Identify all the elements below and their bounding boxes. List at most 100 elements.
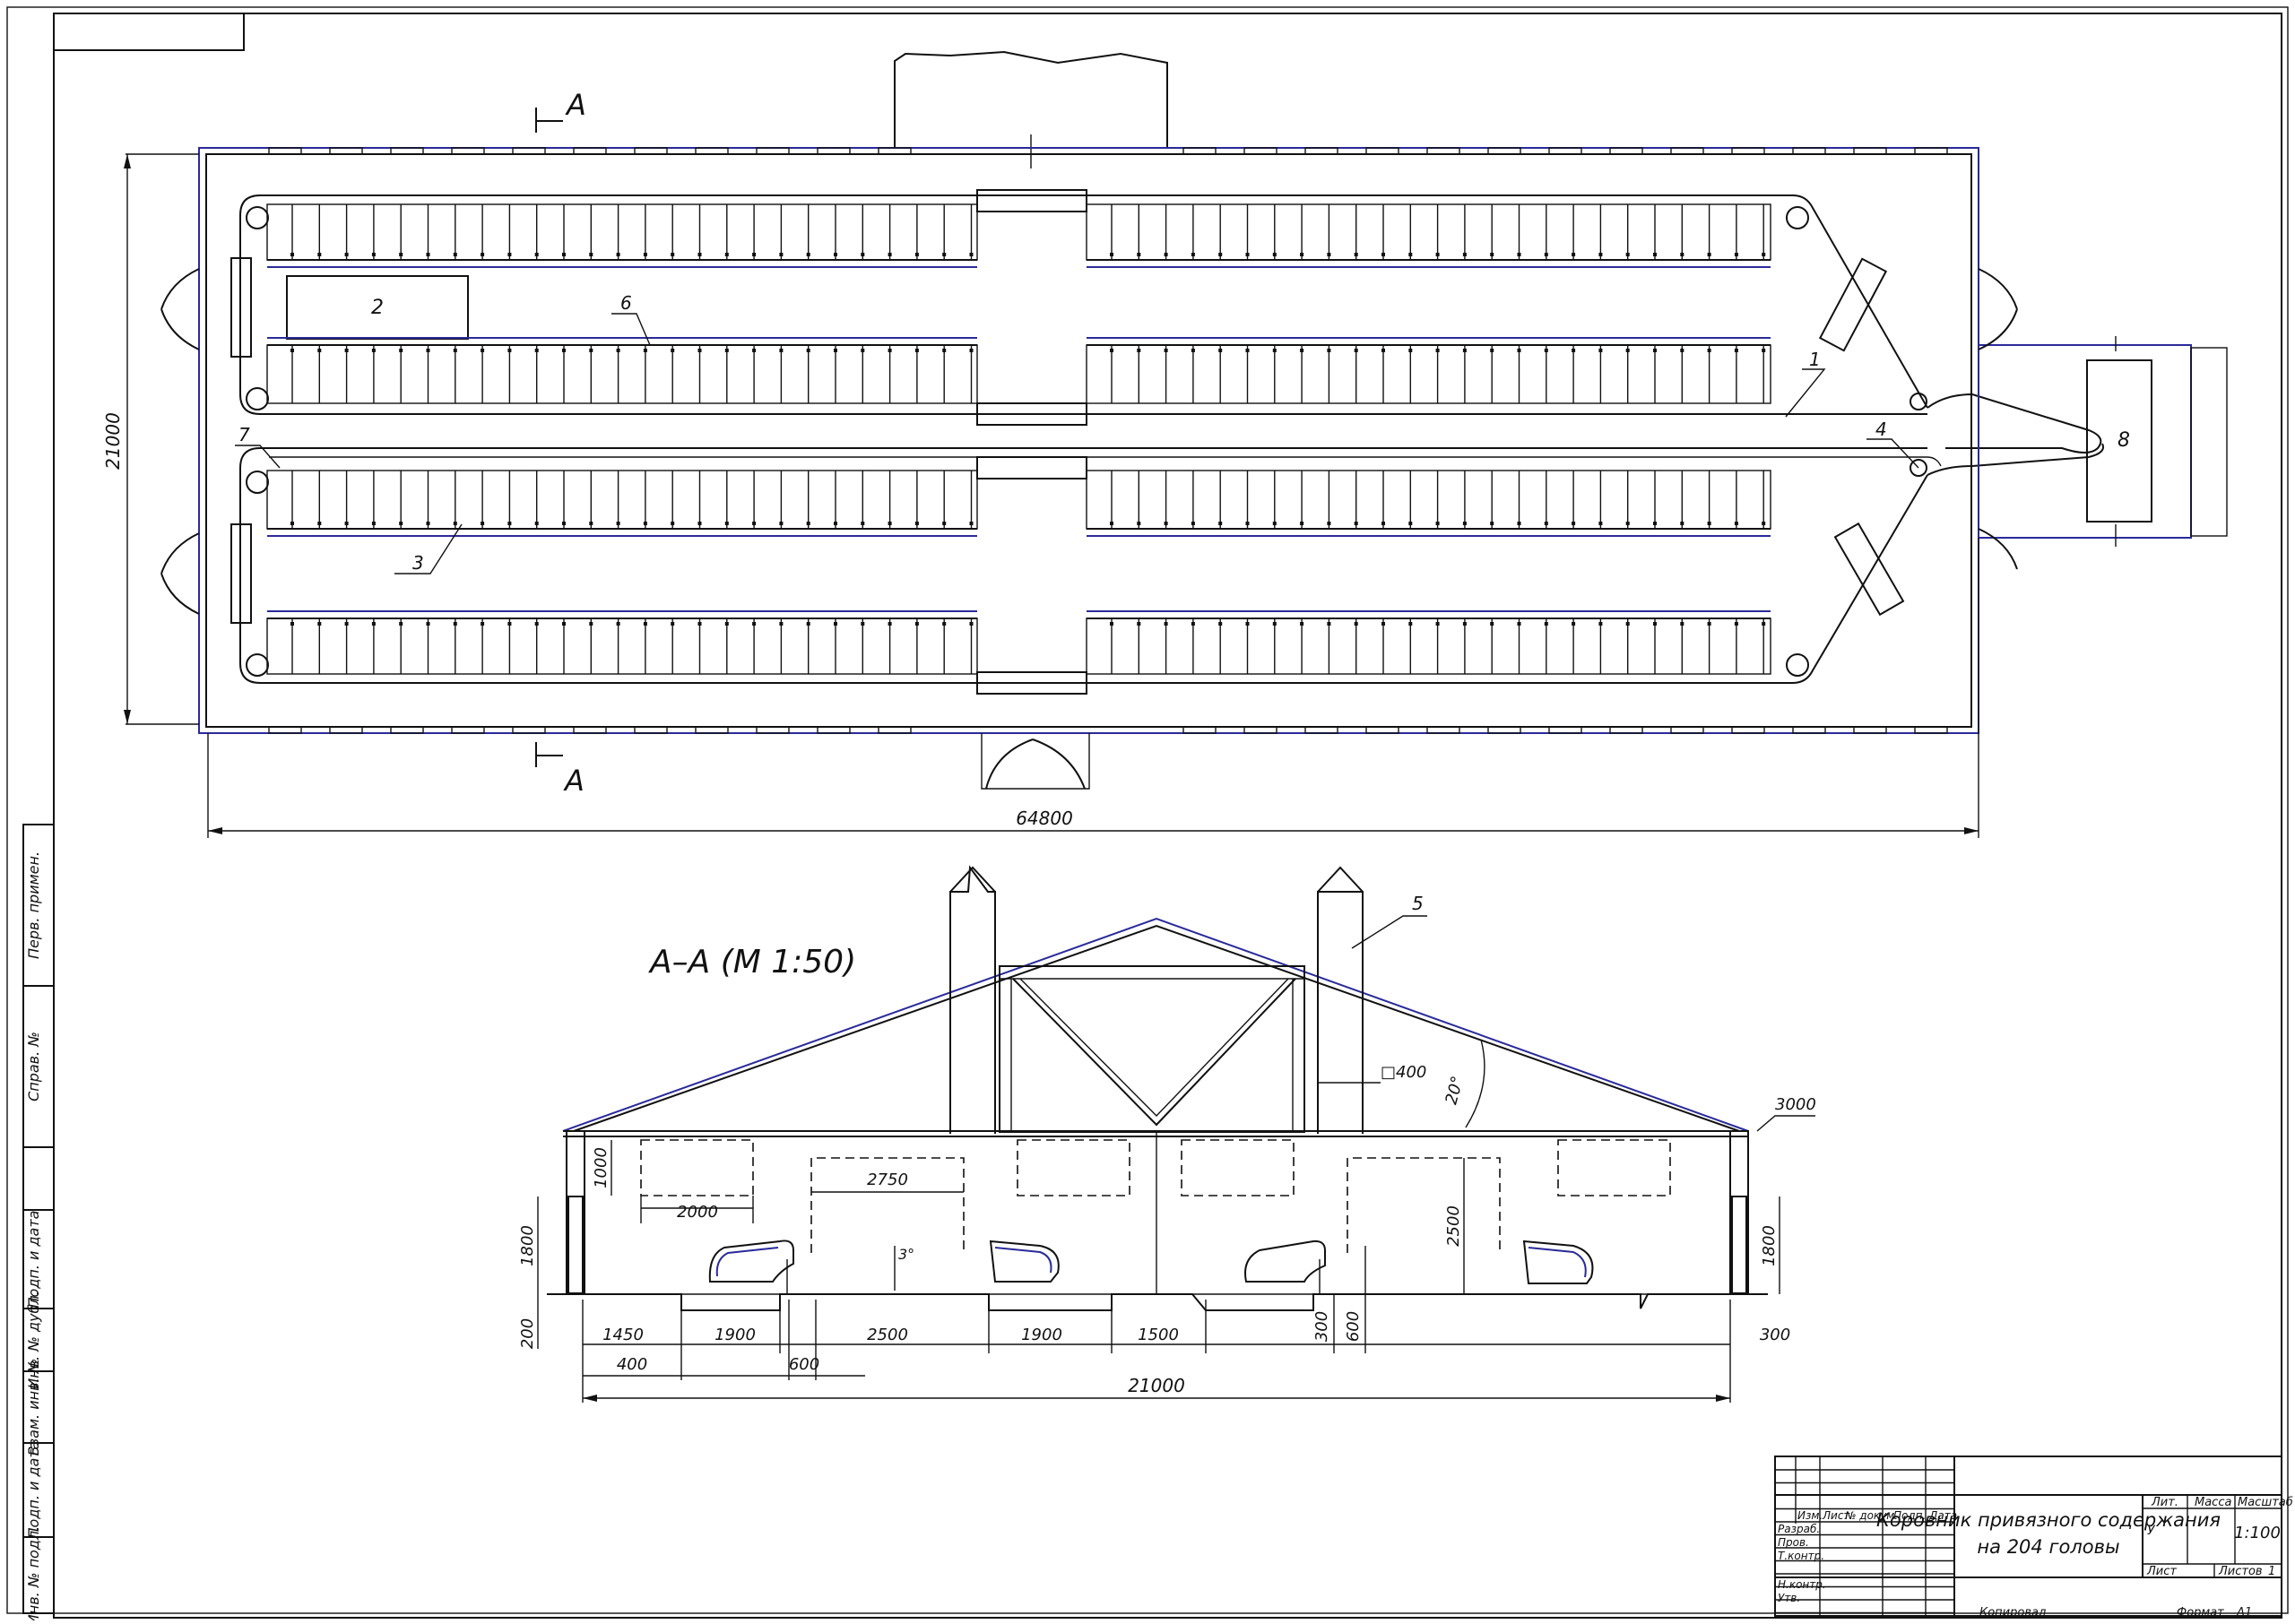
window — [1487, 147, 1521, 155]
window — [1365, 147, 1399, 155]
dim-400: 400 — [617, 1355, 647, 1374]
window — [1853, 726, 1887, 734]
format-value: А1 — [2236, 1606, 2252, 1620]
scale-label: Масштаб — [2238, 1496, 2293, 1509]
roof-angle: 20° — [1442, 1074, 1468, 1106]
col-sign: Подп. — [1893, 1509, 1926, 1522]
margin-label: Подп. и дата — [25, 1441, 42, 1539]
window — [1487, 726, 1521, 734]
dim-slope: 3° — [898, 1246, 914, 1263]
callout-4: 4 — [1875, 419, 1887, 440]
window — [634, 726, 668, 734]
window — [1304, 726, 1338, 734]
margin-label: Взам. инв. № — [25, 1359, 42, 1456]
sheets-label: Листов — [2218, 1565, 2263, 1578]
callout-5: 5 — [1412, 893, 1424, 914]
window — [329, 726, 363, 734]
side-doors — [160, 268, 2018, 615]
section-mark-top: A — [535, 88, 586, 133]
dim-window-h: 1000 — [592, 1147, 611, 1188]
margin-label: Инв. № подл. — [25, 1526, 42, 1620]
window — [451, 147, 485, 155]
col-izm: Изм. — [1797, 1509, 1823, 1522]
window — [1853, 147, 1887, 155]
loading-unit — [1978, 336, 2228, 547]
row-prov: Пров. — [1778, 1536, 1809, 1549]
svg-text:A: A — [563, 764, 585, 798]
margin-stamp: Перв. примен. Справ. № Подп. и дата Инв.… — [22, 824, 55, 1624]
callout-6: 6 — [620, 292, 632, 314]
dim-length-label: 64800 — [1016, 808, 1073, 829]
mass-label: Масса — [2195, 1496, 2231, 1509]
stall-section — [266, 203, 978, 268]
margin-label: Подп. и дата — [25, 1211, 42, 1309]
dim-300b: 300 — [1760, 1326, 1790, 1344]
section-view: А–А (М 1:50) — [518, 865, 1816, 1403]
dim-wall-h-left: 1800 — [518, 1225, 537, 1266]
window — [573, 147, 607, 155]
section-dimensions: 1000 2000 2750 2500 1800 1800 200 3° — [518, 893, 1816, 1403]
dashed-openings — [640, 1139, 1671, 1253]
row-nkontr: Н.контр. — [1778, 1578, 1826, 1591]
window — [390, 147, 424, 155]
window — [451, 726, 485, 734]
window — [329, 147, 363, 155]
dim-1450: 1450 — [602, 1326, 644, 1344]
window — [756, 147, 790, 155]
window — [1365, 726, 1399, 734]
dim-300a: 300 — [1312, 1311, 1331, 1342]
window — [1304, 147, 1338, 155]
dim-total: 21000 — [1128, 1375, 1185, 1396]
format-label: Формат — [2177, 1606, 2224, 1620]
stall-rows — [266, 203, 1771, 675]
dim-1900b: 1900 — [1021, 1326, 1062, 1344]
vent-size: □400 — [1381, 1063, 1426, 1082]
window — [634, 147, 668, 155]
drawing-title-line2: на 204 головы — [1977, 1536, 2119, 1558]
window — [817, 147, 851, 155]
window — [1182, 726, 1217, 734]
windows — [268, 147, 1948, 734]
callout-3: 3 — [412, 552, 424, 574]
manure-conveyor — [239, 194, 2104, 684]
section-mark-bottom: A — [535, 742, 585, 798]
window — [573, 726, 607, 734]
stall-section — [1086, 203, 1771, 268]
feeders — [708, 1131, 1594, 1295]
dim-door-w: 2750 — [867, 1170, 908, 1189]
window — [1792, 726, 1826, 734]
sheet-frame — [6, 6, 2289, 1619]
window — [390, 726, 424, 734]
window — [878, 726, 912, 734]
lit-value: У — [2147, 1524, 2156, 1538]
window — [695, 147, 729, 155]
dim-600a: 600 — [789, 1355, 819, 1374]
window — [1670, 726, 1704, 734]
window — [1731, 147, 1765, 155]
col-date: Дата — [1928, 1509, 1957, 1522]
window — [1182, 147, 1217, 155]
stall-section — [266, 610, 978, 675]
plan-callouts: 1 2 3 4 6 7 8 — [235, 292, 2130, 574]
dimension-length: 64800 — [207, 538, 1979, 838]
row-tkontr: Т.контр. — [1778, 1550, 1824, 1562]
main-door — [981, 733, 1090, 790]
window — [1731, 726, 1765, 734]
callout-1: 1 — [1809, 349, 1821, 370]
window — [1914, 726, 1948, 734]
window — [1609, 147, 1643, 155]
dim-width-label: 21000 — [102, 412, 124, 470]
lit-label: Лит. — [2151, 1496, 2178, 1509]
col-list: Лист — [1822, 1509, 1850, 1522]
dim-wall-h-right: 1800 — [1760, 1225, 1779, 1266]
stall-section — [266, 337, 978, 404]
dim-plinth: 200 — [518, 1318, 537, 1349]
margin-label: Перв. примен. — [25, 851, 42, 959]
dim-1500: 1500 — [1138, 1326, 1179, 1344]
floor — [547, 1293, 1768, 1311]
window — [512, 147, 546, 155]
dimension-width: 21000 — [102, 153, 199, 725]
window — [1548, 147, 1582, 155]
row-razrab: Разраб. — [1778, 1523, 1820, 1535]
